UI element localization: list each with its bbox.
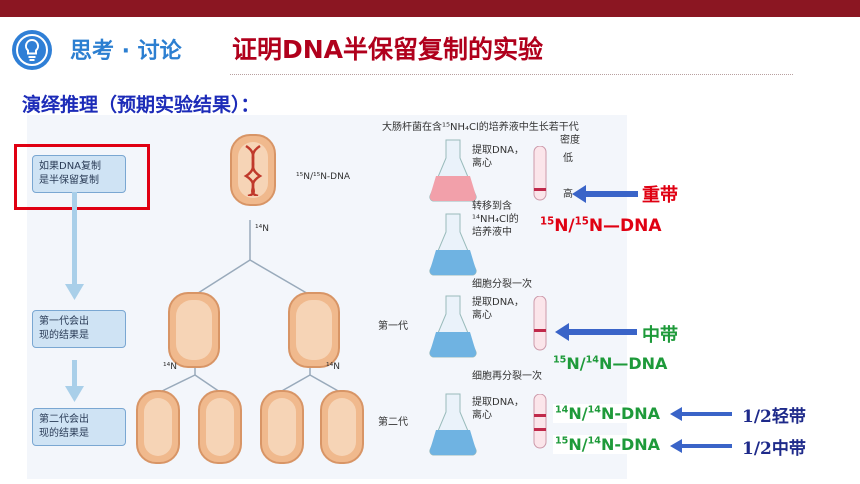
transfer-line-1: 转移到含 (472, 201, 512, 212)
figure-caption: 大肠杆菌在含¹⁵NH₄Cl的培养液中生长若干代 (382, 122, 579, 133)
gen1-question-line-2: 现的结果是 (39, 330, 89, 341)
n14-label-right: ¹⁴N (326, 362, 340, 372)
dna-14-14-g2-label: 14N/14N-DNA (553, 404, 663, 423)
transfer-line-2: ¹⁴NH₄Cl的 (472, 214, 519, 225)
extract3-line-2: 离心 (472, 410, 492, 421)
density-label: 密度 (560, 135, 580, 146)
light-half-label: 1/2轻带 (742, 407, 806, 427)
gen2-bacterium-4 (320, 390, 364, 464)
gen2-question-line-2: 现的结果是 (39, 428, 89, 439)
division-tree (159, 220, 341, 393)
gen2-bacterium-1 (136, 390, 180, 464)
middle-half-label: 1/2中带 (742, 439, 806, 459)
section-label: 思考 · 讨论 (70, 39, 182, 64)
subtitle: 演绎推理（预期实验结果）： (22, 94, 260, 116)
gen2-label: 第二代 (378, 417, 408, 428)
hypothesis-box: 如果DNA复制 是半保留复制 (32, 155, 126, 193)
flask-icon-3 (429, 295, 477, 358)
dna-15-14-post: N—DNA (598, 354, 668, 373)
left-flow-arrows (65, 192, 84, 402)
arrow-middle-band (555, 323, 637, 341)
dna-15-14-g2-sup1: 15 (555, 435, 569, 447)
dna-15-14-label: 15N/14N—DNA (553, 354, 667, 373)
extract-label-3: 提取DNA， 离心 (472, 396, 524, 422)
extract2-line-1: 提取DNA， (472, 297, 525, 308)
gen1-label: 第一代 (378, 321, 408, 332)
n14-label-left: ¹⁴N (163, 362, 177, 372)
dna-15-15-post: N—DNA (588, 216, 662, 236)
dna-14-14-sup1: 14 (555, 404, 569, 416)
flask-icon-4 (429, 393, 477, 456)
extract1-line-1: 提取DNA， (472, 145, 525, 156)
gen1-bacterium-left (168, 292, 220, 368)
page-title: 证明DNA半保留复制的实验 (232, 35, 544, 64)
arrow-middle-half (670, 439, 732, 453)
lightbulb-icon (12, 30, 52, 70)
tube-2 (533, 296, 547, 351)
extract-label-2: 提取DNA， 离心 (472, 296, 524, 322)
extract2-line-2: 离心 (472, 310, 492, 321)
highlight-frame (14, 144, 150, 210)
dna-15-14-g2-label: 15N/14N-DNA (553, 435, 663, 454)
flask-icon-1 (429, 139, 477, 202)
dna-15-14-g2-mid: N/ (568, 435, 588, 454)
density-low-label: 低 (563, 153, 573, 164)
density-high-label: 高 (563, 189, 573, 200)
dna-14-14-post: N-DNA (600, 404, 661, 423)
extract3-line-1: 提取DNA， (472, 397, 525, 408)
dna-15-14-g2-post: N-DNA (600, 435, 661, 454)
dna-15-15-label: 15N/15N—DNA (540, 216, 662, 236)
parent-bacterium (230, 134, 276, 206)
gen1-bacterium-right (288, 292, 340, 368)
n14-label-top: ¹⁴N (255, 224, 269, 234)
transfer-line-3: 培养液中 (472, 227, 512, 238)
parent-dna-label: ¹⁵N/¹⁵N-DNA (296, 172, 350, 182)
dna-15-14-mid: N/ (566, 354, 586, 373)
gen2-bacterium-2 (198, 390, 242, 464)
top-bar (0, 0, 860, 17)
gen2-bacterium-3 (260, 390, 304, 464)
divide-label-1: 细胞分裂一次 (472, 279, 532, 290)
dna-15-15-sup1: 15 (540, 216, 555, 228)
transfer-label: 转移到含 ¹⁴NH₄Cl的 培养液中 (472, 200, 519, 239)
hypothesis-line-2: 是半保留复制 (39, 175, 99, 186)
hypothesis-line-1: 如果DNA复制 (39, 161, 102, 172)
gen1-question-box: 第一代会出 现的结果是 (32, 310, 126, 348)
dna-15-15-sup2: 15 (574, 216, 589, 228)
title-divider (230, 74, 793, 75)
dna-15-14-sup1: 15 (553, 354, 567, 366)
gen2-question-line-1: 第二代会出 (39, 414, 89, 425)
arrow-light-half (670, 407, 732, 421)
tube-1 (533, 146, 547, 201)
heavy-band-label: 重带 (642, 185, 678, 206)
flask-icon-2 (429, 213, 477, 276)
dna-15-15-mid: N/ (554, 216, 575, 236)
dna-14-14-mid: N/ (568, 404, 588, 423)
dna-15-14-sup2: 14 (585, 354, 599, 366)
middle-band-label: 中带 (642, 325, 678, 346)
gen2-question-box: 第二代会出 现的结果是 (32, 408, 126, 446)
dna-15-14-g2-sup2: 14 (587, 435, 601, 447)
arrow-heavy-band (572, 185, 638, 203)
tube-3 (533, 394, 547, 449)
divide-label-2: 细胞再分裂一次 (472, 371, 542, 382)
gen1-question-line-1: 第一代会出 (39, 316, 89, 327)
dna-helix-icon (243, 144, 263, 196)
extract1-line-2: 离心 (472, 158, 492, 169)
dna-14-14-sup2: 14 (587, 404, 601, 416)
extract-label-1: 提取DNA， 离心 (472, 144, 524, 170)
